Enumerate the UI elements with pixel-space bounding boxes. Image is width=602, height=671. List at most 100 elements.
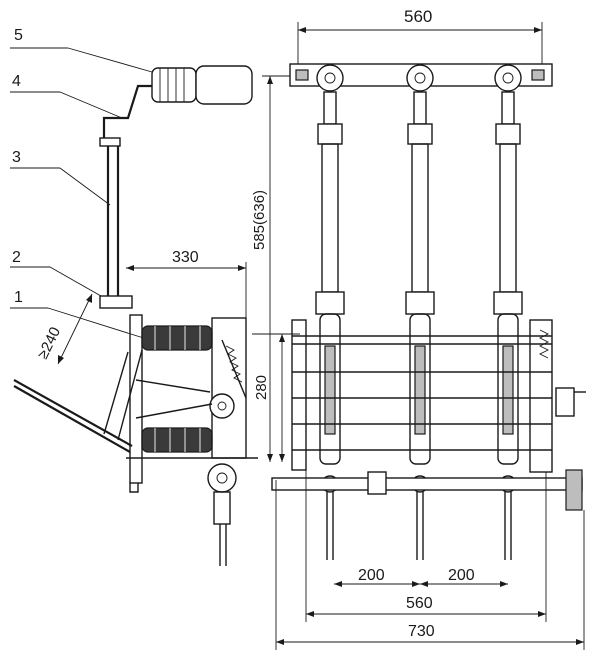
top-terminal-hub (324, 72, 336, 84)
grip-end (195, 65, 253, 105)
right-spring (538, 329, 550, 359)
insulator-body (141, 427, 213, 453)
leader-1 (47, 307, 151, 341)
arrowhead (534, 27, 542, 33)
arrowhead (576, 639, 584, 645)
lower-clamp (493, 291, 523, 315)
crank-block (99, 137, 121, 147)
arrowhead (298, 27, 306, 33)
arrowhead (500, 581, 508, 587)
arrowhead (276, 639, 284, 645)
top-terminal-hub (414, 72, 426, 84)
right-bracket (565, 469, 583, 511)
upper-stub (413, 91, 427, 125)
base-shaft (271, 477, 583, 491)
fuse-element (502, 345, 514, 435)
insulating-rod (321, 143, 339, 293)
top-terminal (406, 64, 434, 92)
arrowhead (538, 611, 546, 617)
upper-stub (323, 91, 337, 125)
shaft-coupling (367, 471, 387, 495)
link-arm (135, 379, 211, 393)
lower-clamp (405, 291, 435, 315)
leader-3 (59, 167, 111, 206)
lower-terminal-hub (216, 472, 228, 484)
arrowhead (58, 355, 64, 364)
operating-lever-2 (13, 385, 131, 453)
leader-4 (59, 91, 123, 119)
fuse-holder (319, 313, 341, 465)
dim-280-text: 280 (253, 375, 270, 400)
fuse-element (324, 345, 336, 435)
spring-coil (225, 345, 243, 383)
operating-lever (13, 379, 133, 447)
arrowhead (306, 611, 314, 617)
arrowhead (267, 454, 273, 462)
fuse-holder (409, 313, 431, 465)
fuse-element (414, 345, 426, 435)
insulating-rod (411, 143, 429, 293)
arrowhead (267, 76, 273, 84)
upper-clamp (495, 123, 521, 145)
link-arm (135, 403, 213, 419)
bolt-right (531, 69, 545, 81)
dim-200-b-text: 200 (448, 567, 475, 584)
coupling-block (99, 295, 133, 309)
part-label-1: 1 (14, 289, 23, 306)
top-terminal (494, 64, 522, 92)
arrowhead (412, 581, 420, 587)
dim-200-a-text: 200 (358, 567, 385, 584)
lower-clamp (315, 291, 345, 315)
grip-ribbed (151, 67, 197, 103)
arrowhead (334, 581, 342, 587)
frame-right (529, 319, 553, 473)
part-label-3: 3 (12, 149, 21, 166)
part-label-2: 2 (12, 249, 21, 266)
dim-bottom-560-text: 560 (406, 595, 433, 612)
link-arm (103, 351, 129, 435)
fuse-holder (497, 313, 519, 465)
bolt-left (295, 69, 309, 81)
top-terminal-hub (502, 72, 514, 84)
frame-left (291, 319, 307, 471)
arrowhead (86, 294, 92, 303)
frame-plate (129, 314, 143, 484)
upper-clamp (317, 123, 343, 145)
part-label-4: 4 (12, 73, 21, 90)
front-view: 560 585(636) (251, 7, 586, 650)
pivot-wheel (209, 393, 235, 419)
contact-housing (211, 317, 247, 459)
dim-height-text: 585(636) (251, 190, 268, 250)
part-label-5: 5 (14, 27, 23, 44)
lower-fuse (213, 491, 231, 525)
dim-240-line (57, 293, 93, 365)
dim-730-text: 730 (408, 623, 435, 640)
frame-foot (129, 483, 139, 493)
handle-grip (151, 65, 253, 105)
side-view: 5 4 3 2 1 330 ≥240 280 (10, 27, 270, 566)
pole-2 (405, 64, 435, 560)
upper-clamp (407, 123, 433, 145)
arrowhead (126, 265, 134, 271)
arrowhead (279, 334, 285, 342)
dim-top-560-text: 560 (404, 7, 432, 26)
aux-switch (555, 387, 575, 417)
arrowhead (279, 454, 285, 462)
leader-2 (49, 266, 109, 301)
insulating-rod (499, 143, 517, 293)
link-arm (117, 349, 143, 441)
pivot-hub (217, 401, 227, 411)
leader-5 (67, 47, 153, 73)
arrowhead (238, 265, 246, 271)
lower-terminal (207, 463, 237, 493)
upper-insulator (141, 325, 213, 351)
crank-arm (102, 84, 152, 146)
top-terminal (316, 64, 344, 92)
lower-insulator (141, 427, 213, 453)
insulator-body (141, 325, 213, 351)
upper-stub (501, 91, 515, 125)
arrowhead (420, 581, 428, 587)
dim-330-text: 330 (172, 249, 199, 266)
